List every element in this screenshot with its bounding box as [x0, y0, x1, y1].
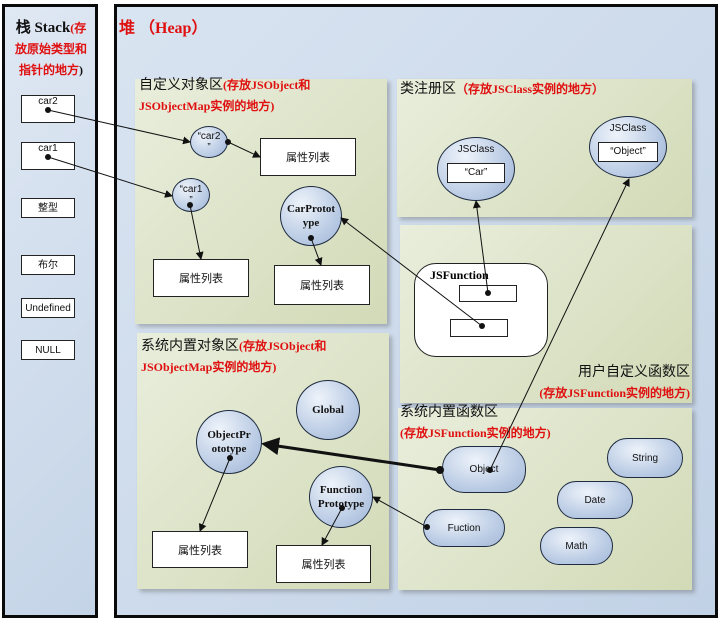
stack-item-boolean[interactable]: 布尔 — [21, 255, 75, 275]
builtin-function-string[interactable]: String — [607, 438, 683, 478]
jsfunction-label: JSFunction — [430, 268, 489, 282]
global-node[interactable]: Global — [296, 380, 360, 440]
builtin-object-zone-title: 系统内置对象区(存放JSObject和 JSObjectMap实例的地方) — [141, 339, 327, 374]
car1-property-list[interactable]: 属性列表 — [153, 259, 249, 297]
jsclass-car-node[interactable]: JSClass “Car” — [437, 137, 515, 201]
arrow-object-to-object-prototype — [261, 437, 441, 472]
builtin-function-date[interactable]: Date — [557, 481, 633, 519]
arrow-object-prototype-to-properties — [198, 457, 231, 532]
car2-property-list[interactable]: 属性列表 — [260, 138, 356, 176]
custom-object-zone-title: 自定义对象区(存放JSObject和 JSObjectMap实例的地方) — [139, 78, 311, 113]
arrow-car2-to-object — [47, 109, 191, 145]
arrow-jsfunction-to-car-prototype — [340, 217, 483, 327]
arrow-car1-to-object — [47, 156, 173, 198]
arrow-object-to-jsclass-object — [489, 178, 630, 471]
builtin-function-fuction[interactable]: Fuction — [423, 509, 505, 547]
arrow-car-prototype-to-properties — [310, 237, 323, 266]
stack-title-main: 栈 Stack — [15, 20, 71, 36]
stack-item-undefined[interactable]: Undefined — [21, 298, 75, 318]
stack-title-note-3: 指针的地方 — [18, 63, 79, 77]
builtin-function-object[interactable]: Object — [442, 446, 526, 493]
arrow-fuction-to-function-prototype — [372, 496, 428, 528]
stack-item-null[interactable]: NULL — [21, 340, 75, 360]
arrow-car2-to-properties — [227, 141, 261, 158]
car-prototype-property-list[interactable]: 属性列表 — [274, 265, 370, 305]
jsclass-object-node[interactable]: JSClass “Object” — [589, 116, 667, 178]
arrow-car1-to-properties — [189, 204, 204, 260]
stack-title-note-2: 放原始类型和 — [14, 42, 87, 56]
jsfunction-prototype-slot[interactable] — [450, 319, 508, 337]
stack-title-close: ) — [79, 63, 83, 77]
arrow-jsfunction-to-jsclass-car — [472, 200, 489, 294]
stack-title: 栈 Stack(存 放原始类型和 指针的地方) — [6, 18, 96, 81]
stack-title-note-1: (存 — [70, 21, 87, 35]
arrow-function-prototype-to-properties — [321, 507, 343, 546]
stack-item-integer[interactable]: 整型 — [21, 198, 75, 218]
class-registry-zone-title: 类注册区（存放JSClass实例的地方） — [400, 82, 605, 97]
builtin-function-zone-title: 系统内置函数区 (存放JSFunction实例的地方) — [400, 405, 551, 440]
heap-title: 堆 （Heap） — [119, 20, 208, 37]
builtin-function-math[interactable]: Math — [540, 527, 613, 565]
jsfunction-node[interactable] — [414, 263, 548, 357]
user-function-zone-title: 用户自定义函数区 (存放JSFunction实例的地方) — [539, 365, 690, 400]
